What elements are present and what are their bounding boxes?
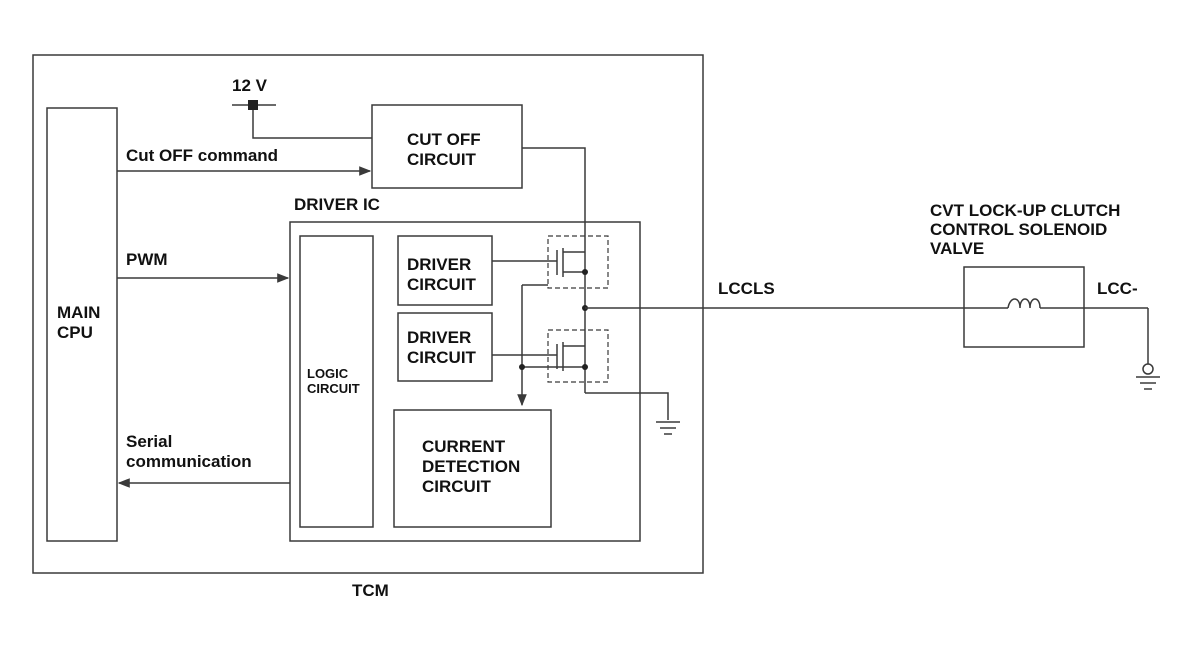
valve-label-line2: CONTROL SOLENOID [930, 220, 1107, 239]
logic-circuit-label-line1: LOGIC [307, 366, 349, 381]
solenoid-coil-icon [1007, 298, 1041, 309]
cut-off-output-wire [522, 147, 586, 248]
tcm-box [32, 54, 704, 574]
valve-label-line1: CVT LOCK-UP CLUTCH [930, 201, 1120, 220]
driver-circuit-2-label-line1: DRIVER [407, 328, 471, 347]
current-detection-label-line2: DETECTION [422, 457, 520, 476]
solenoid-valve-box [963, 266, 1085, 348]
low-side-mosfet [492, 308, 609, 393]
valve-label-line3: VALVE [930, 239, 984, 258]
lccls-label: LCCLS [718, 279, 775, 298]
driver-circuit-1-label-line2: CIRCUIT [407, 275, 477, 294]
serial-comm-label-line1: Serial [126, 432, 172, 451]
supply-12v-label: 12 V [232, 76, 268, 95]
main-cpu-label-line2: CPU [57, 323, 93, 342]
current-detection-circuit-box [393, 409, 552, 528]
pwm-label: PWM [126, 250, 168, 269]
main-cpu-box [46, 107, 118, 542]
current-detection-label-line1: CURRENT [422, 437, 506, 456]
driver-ic-box [289, 221, 641, 542]
valve-ground-icon [1136, 363, 1160, 390]
current-detection-label-line3: CIRCUIT [422, 477, 492, 496]
supply-wire [252, 110, 372, 139]
driver-circuit-1-label-line1: DRIVER [407, 255, 471, 274]
tcm-ground-wire [585, 392, 669, 420]
current-sense-dot [519, 364, 525, 370]
cut-off-circuit-box [371, 104, 523, 189]
cut-off-command-label: Cut OFF command [126, 146, 278, 165]
main-cpu-label-line1: MAIN [57, 303, 100, 322]
lcc-minus-label: LCC- [1097, 279, 1138, 298]
tcm-ground-icon [656, 421, 680, 435]
driver-circuit-2-label-line2: CIRCUIT [407, 348, 477, 367]
cut-off-circuit-label-line1: CUT OFF [407, 130, 481, 149]
driver-circuit-1-box [397, 235, 493, 306]
serial-comm-label-line2: communication [126, 452, 252, 471]
supply-terminal [248, 100, 258, 110]
logic-circuit-label-line2: CIRCUIT [307, 381, 360, 396]
cut-off-circuit-label-line2: CIRCUIT [407, 150, 477, 169]
high-side-mosfet [492, 235, 609, 308]
driver-ic-label: DRIVER IC [294, 195, 380, 214]
tcm-label: TCM [352, 581, 389, 600]
logic-circuit-box [299, 235, 374, 528]
driver-circuit-2-box [397, 312, 493, 382]
